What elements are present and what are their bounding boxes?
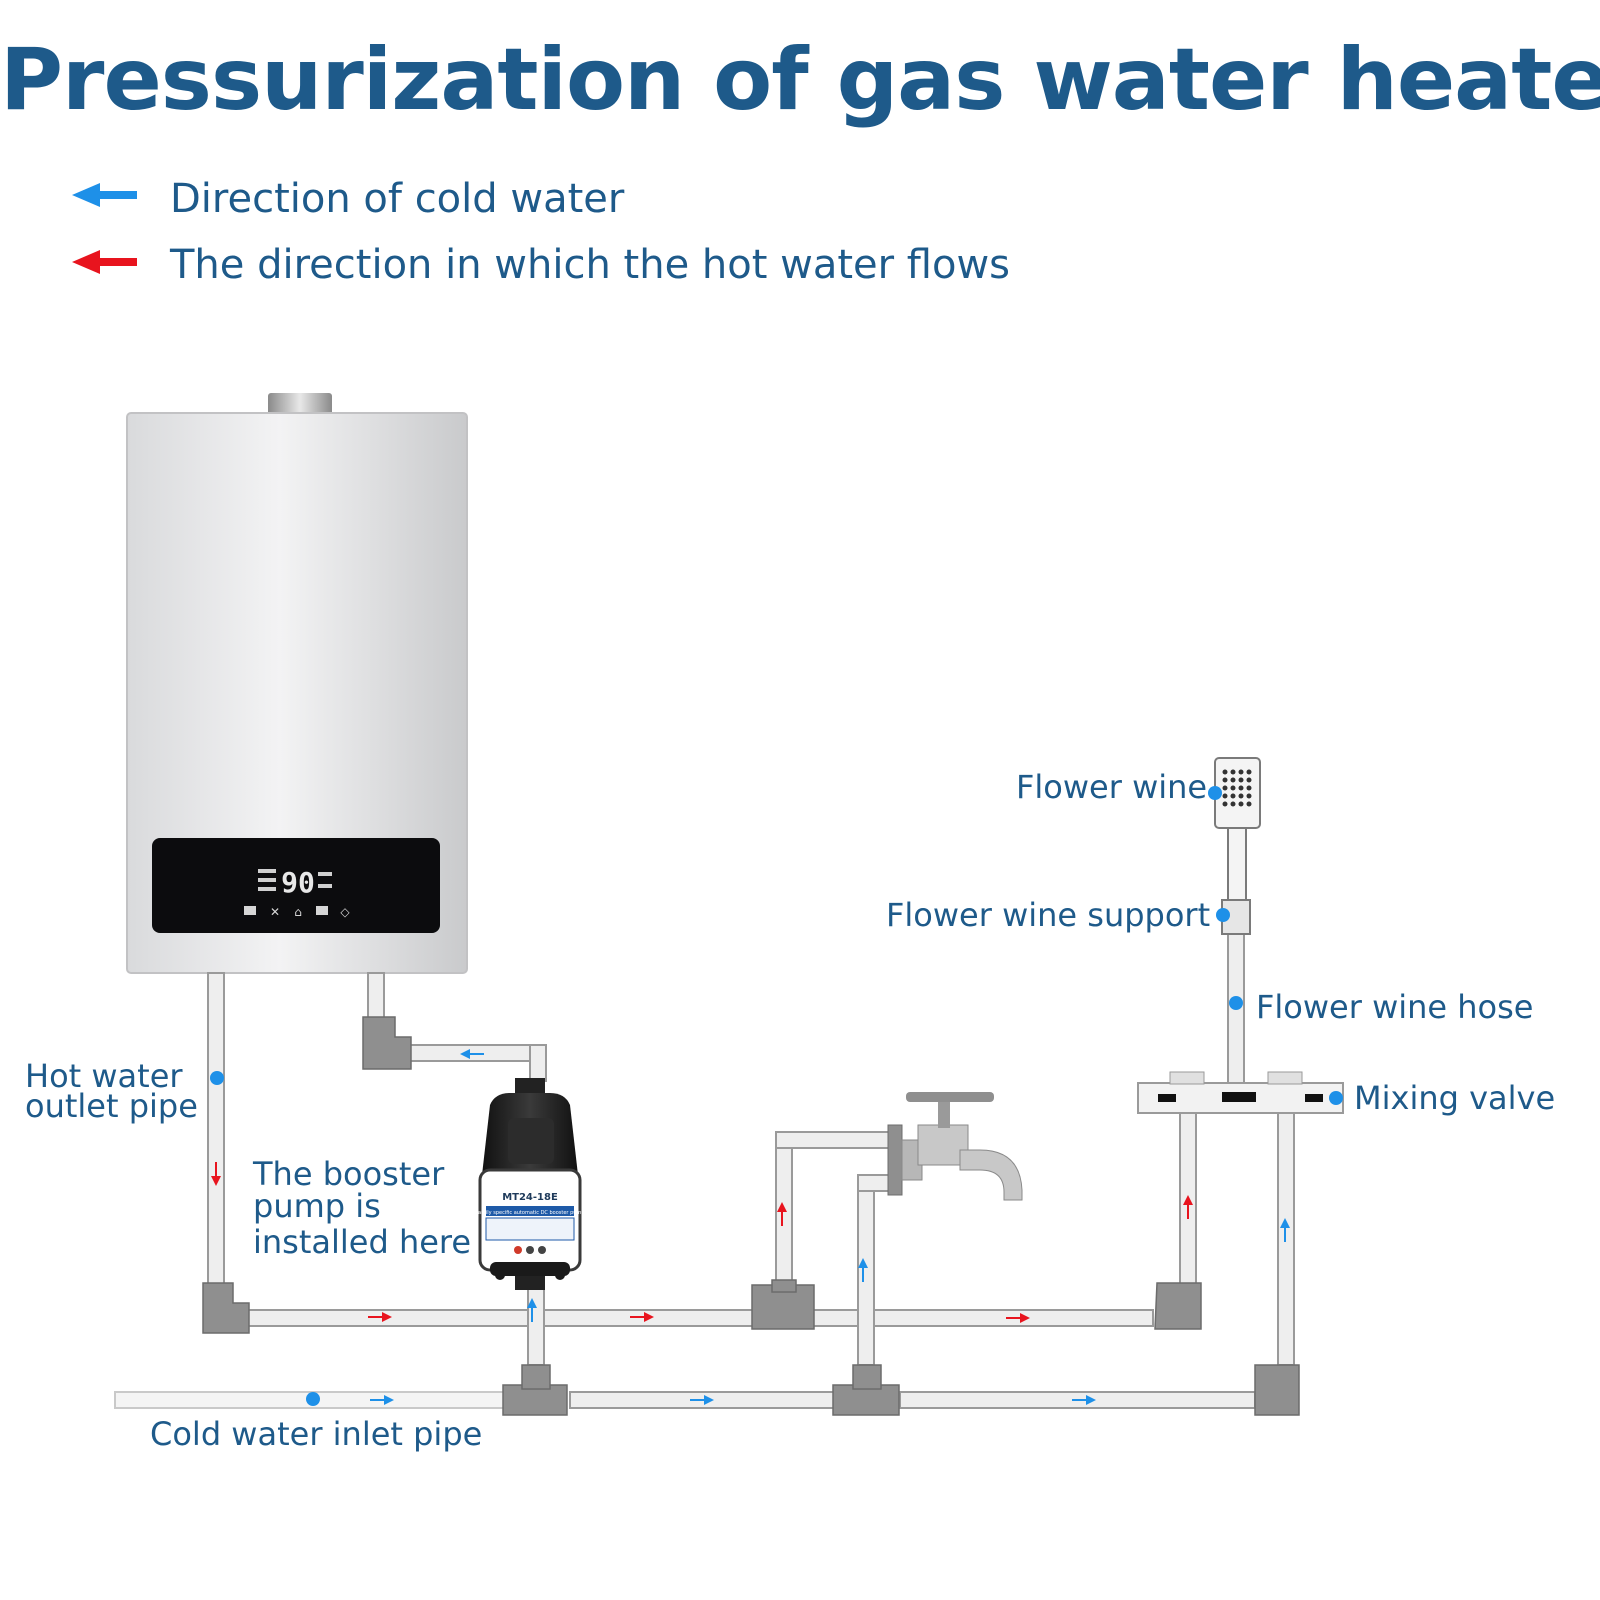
marker-flower-wine-support <box>1216 908 1230 922</box>
hot-arrow-right-2 <box>630 1312 654 1322</box>
legend-cold-label: Direction of cold water <box>170 176 625 222</box>
svg-text:⌂: ⌂ <box>294 905 302 919</box>
marker-cold-inlet <box>306 1392 320 1406</box>
label-flower-wine-hose: Flower wine hose <box>1256 988 1534 1026</box>
booster-pump-icon: MT24-18E Family specific automatic DC bo… <box>476 1078 585 1290</box>
flow-arrows <box>211 1049 1290 1405</box>
label-flower-wine: Flower wine <box>1016 768 1208 806</box>
cold-arrow-up-1 <box>527 1298 537 1322</box>
label-booster-line2: pump is <box>253 1187 381 1225</box>
svg-text:◇: ◇ <box>340 905 350 919</box>
page-title: Pressurization of gas water heater <box>0 30 1600 130</box>
cold-arrow-right-1 <box>370 1395 394 1405</box>
label-markers <box>210 786 1343 1406</box>
marker-hot-outlet <box>210 1071 224 1085</box>
hot-flow-arrows <box>211 1162 1193 1323</box>
pipe-fittings <box>202 1016 1300 1416</box>
heater-buttons: ✕ ⌂ ◇ <box>244 905 350 919</box>
hot-arrow-up-1 <box>777 1202 787 1226</box>
hot-water-arrow-icon <box>72 250 137 274</box>
hot-arrow-down <box>211 1162 221 1186</box>
label-hot-outlet-line1: Hot water <box>25 1057 183 1095</box>
cold-arrow-up-2 <box>858 1258 868 1282</box>
cold-arrow-up-3 <box>1280 1218 1290 1242</box>
label-booster-line3: installed here <box>253 1223 472 1261</box>
heater-display: 90 <box>258 866 332 899</box>
pump-model: MT24-18E <box>502 1192 558 1203</box>
cold-arrow-right-2 <box>690 1395 714 1405</box>
faucet-icon <box>887 1092 1023 1201</box>
label-flower-wine-support: Flower wine support <box>886 896 1211 934</box>
cold-arrow-right-3 <box>1072 1395 1096 1405</box>
mixing-valve-icon <box>1137 1071 1344 1114</box>
label-booster-line1: The booster <box>253 1155 445 1193</box>
cold-flow-arrows <box>370 1049 1290 1405</box>
cold-water-arrow-icon <box>72 183 137 207</box>
label-hot-outlet-line2: outlet pipe <box>25 1087 198 1125</box>
hot-arrow-right-1 <box>368 1312 392 1322</box>
hot-arrow-right-3 <box>1006 1313 1030 1323</box>
pump-subtitle: Family specific automatic DC booster pum… <box>476 1210 585 1216</box>
cold-arrow-left <box>460 1049 484 1059</box>
marker-flower-wine <box>1208 786 1222 800</box>
label-cold-inlet: Cold water inlet pipe <box>150 1415 483 1453</box>
shower-head-icon <box>1214 757 1261 935</box>
hot-arrow-up-2 <box>1183 1195 1193 1219</box>
label-mixing-valve: Mixing valve <box>1354 1079 1556 1117</box>
legend-hot-label: The direction in which the hot water flo… <box>170 242 1011 288</box>
marker-flower-wine-hose <box>1229 996 1243 1010</box>
heater-display-value: 90 <box>281 866 315 899</box>
marker-mixing-valve <box>1329 1091 1343 1105</box>
svg-text:✕: ✕ <box>270 905 280 919</box>
gas-water-heater-icon: 90 ✕ ⌂ ◇ <box>126 393 468 974</box>
